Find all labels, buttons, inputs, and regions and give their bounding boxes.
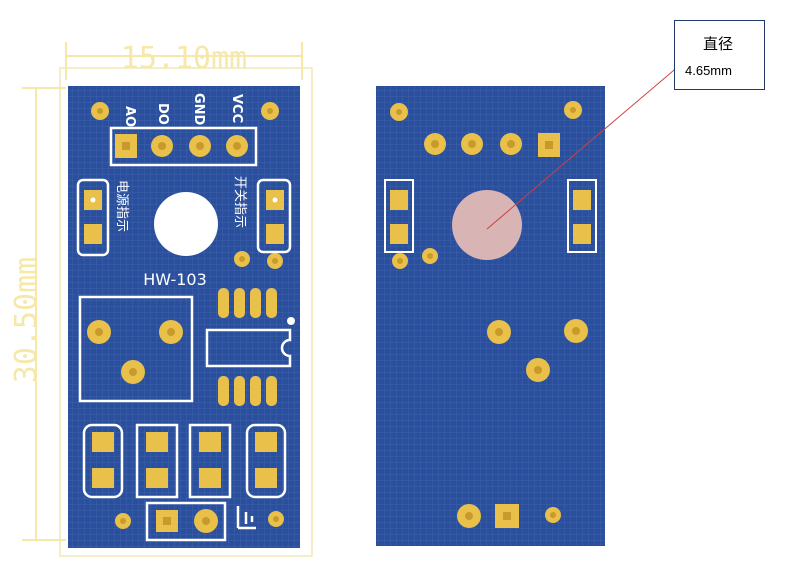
header-pins bbox=[115, 134, 248, 158]
width-dimension-label: 15.10mm bbox=[121, 41, 247, 76]
width-dimension: 15.10mm bbox=[59, 41, 313, 557]
mounting-hole-front bbox=[154, 192, 218, 256]
switch-led bbox=[256, 178, 292, 254]
header-outline bbox=[109, 126, 258, 167]
height-dimension-label: 30.50mm bbox=[9, 257, 44, 383]
power-led bbox=[76, 178, 110, 257]
potentiometer bbox=[78, 295, 194, 403]
pcb-back bbox=[376, 86, 605, 546]
pin-label-do: DO bbox=[155, 103, 170, 125]
bottom-connector bbox=[145, 501, 227, 542]
smd-components bbox=[82, 423, 287, 499]
back-board bbox=[376, 86, 605, 546]
front-board: 15.10mm 30.50mm AO DO GND VCC bbox=[9, 41, 313, 557]
model-label: HW-103 bbox=[143, 270, 207, 289]
pin-label-gnd: GND bbox=[191, 93, 206, 126]
mounting-hole-back bbox=[452, 190, 522, 260]
pin-label-ao: AO bbox=[122, 106, 137, 127]
ground-symbol-icon bbox=[236, 506, 256, 530]
pin-labels: AO DO GND VCC bbox=[122, 93, 244, 127]
callout-title: 直径 bbox=[703, 35, 734, 53]
pin-label-vcc: VCC bbox=[229, 94, 244, 123]
comparator-chip bbox=[205, 288, 295, 406]
callout-value: 4.65mm bbox=[685, 63, 732, 78]
back-pads bbox=[384, 101, 597, 528]
callout-leader-line bbox=[486, 47, 701, 230]
power-led-label: 电源指示 bbox=[114, 180, 129, 232]
diameter-callout: 直径 4.65mm bbox=[674, 20, 765, 90]
switch-led-label: 开关指示 bbox=[232, 176, 247, 228]
height-dimension: 30.50mm bbox=[9, 87, 66, 541]
